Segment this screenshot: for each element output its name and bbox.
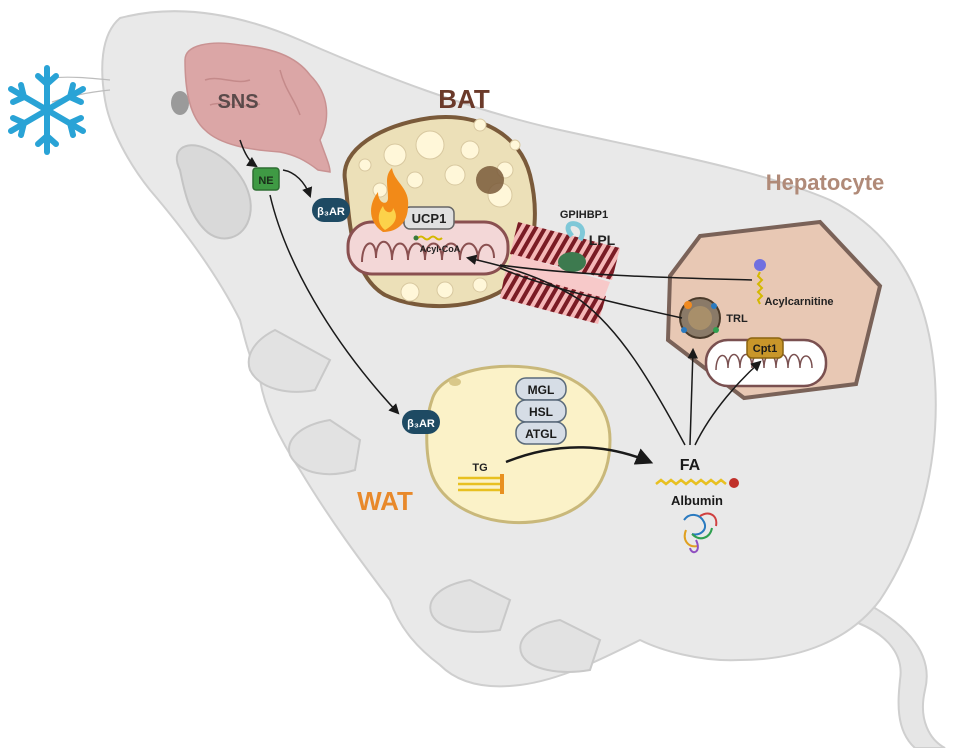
albumin-protein-icon	[683, 512, 718, 554]
lpl-icon	[558, 252, 586, 272]
mouse-body	[49, 10, 946, 748]
gpihbp1-label: GPIHBP1	[560, 209, 608, 221]
acylcarnitine-head-icon	[754, 259, 766, 271]
ucp1-label: UCP1	[412, 211, 447, 226]
wat-title: WAT	[357, 486, 413, 516]
beta3ar-wat-label: β₃AR	[407, 418, 435, 430]
atgl-label: ATGL	[525, 427, 557, 441]
lipoprotein-icon	[679, 297, 721, 339]
beta3ar-wat-receptor: β₃AR	[402, 410, 440, 434]
albumin-label: Albumin	[671, 493, 723, 508]
beta3ar-bat-label: β₃AR	[317, 206, 345, 218]
acylcarnitine-label: Acylcarnitine	[764, 296, 833, 308]
fa-label: FA	[680, 457, 701, 474]
cpt1-box	[746, 337, 784, 359]
triglyceride-icon	[458, 474, 504, 494]
pathway-arrows	[239, 139, 762, 465]
ne-label: NE	[258, 175, 273, 187]
bat-title: BAT	[438, 84, 490, 114]
hsl-label: HSL	[529, 405, 553, 419]
lpl-label: LPL	[589, 232, 616, 248]
ne-box: NE	[252, 167, 280, 191]
snowflake-icon	[8, 65, 86, 155]
lipase-stack	[515, 377, 567, 445]
mgl-label: MGL	[528, 383, 555, 397]
acyl-coa-label: Acyl-CoA	[420, 244, 461, 254]
brain-icon	[184, 42, 331, 173]
hepatocyte-title: Hepatocyte	[766, 170, 885, 195]
beta3ar-bat-receptor: β₃AR	[312, 198, 350, 222]
flame-icon	[371, 168, 409, 232]
gpihbp1-icon	[565, 221, 586, 242]
tg-label: TG	[472, 462, 487, 474]
sns-label: SNS	[217, 91, 258, 113]
hepatocyte-cell	[665, 219, 883, 401]
trl-label: TRL	[726, 313, 748, 325]
cpt1-label: Cpt1	[753, 343, 777, 355]
fatty-acid-icon	[655, 478, 739, 488]
blood-vessel-icon	[500, 222, 620, 324]
